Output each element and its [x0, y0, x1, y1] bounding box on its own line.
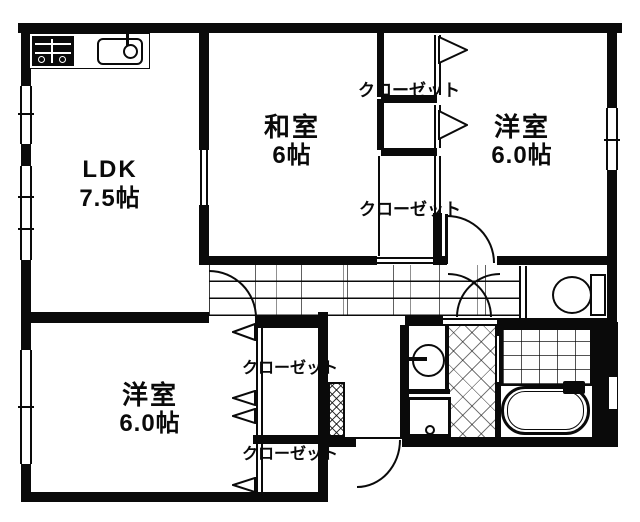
wall-bottom-right-a — [318, 437, 358, 447]
entry-tile-floor — [449, 325, 495, 439]
wall-sw-closet-divider — [253, 435, 320, 444]
bath-faucet-icon — [563, 381, 585, 394]
faucet-icon — [123, 44, 138, 59]
room-size: 6.0帖 — [119, 410, 181, 437]
wall-basin-south — [405, 389, 450, 394]
closet-door-triangle-icon — [438, 36, 468, 64]
wall-hall-top-a — [199, 256, 377, 265]
faucet-stem — [126, 33, 129, 47]
closet-label: クローゼット — [359, 200, 461, 219]
door-ldk-washitsu-gap — [199, 150, 209, 205]
door-arc-entrance — [357, 440, 401, 488]
door-hall-closet-gap — [377, 256, 433, 265]
closet-front-sw-b2 — [261, 444, 263, 494]
closet-door-triangle-icon — [232, 323, 256, 341]
room-label-ldk: LDK 7.5帖 — [48, 155, 172, 213]
door-entrance-line — [355, 437, 403, 439]
room-name: 洋室 — [493, 112, 550, 142]
closet-front-mid-2 — [439, 156, 441, 213]
door-washroom-line-a — [443, 318, 497, 320]
door-hall-closet-line-b — [377, 262, 433, 264]
wall-bottom-left — [21, 492, 327, 502]
room-size: 7.5帖 — [79, 185, 141, 212]
closet-front-sw-a1 — [256, 320, 258, 435]
bathroom-tile-floor — [501, 328, 592, 386]
window-ne-room-mullion — [604, 139, 620, 141]
door-washroom-threshold — [443, 318, 497, 326]
wall-hall-top-c — [497, 256, 607, 265]
window-ldk-1-mullion — [18, 113, 34, 115]
room-label-yoshitsu-ne: 洋室 6.0帖 — [456, 112, 588, 170]
room-label-yoshitsu-sw: 洋室 6.0帖 — [84, 380, 216, 438]
door-leaf-ne-room — [445, 214, 448, 264]
closet-door-triangle-icon — [438, 110, 468, 140]
wall-closet-top-divider — [381, 95, 437, 103]
wall-bath-west — [495, 325, 501, 439]
wall-washroom-west — [400, 325, 409, 439]
wall-closet-mid-right — [433, 213, 442, 260]
wall-closet-mid-left-line — [378, 156, 380, 256]
sink-icon — [97, 38, 143, 65]
closet-front-top-a1 — [434, 35, 436, 95]
room-label-washitsu: 和室 6帖 — [236, 112, 348, 170]
room-name: 和室 — [263, 112, 320, 142]
washbasin-tap — [405, 357, 427, 361]
closet-front-mid-1 — [434, 156, 436, 213]
door-ldk-washitsu-line-a — [200, 150, 202, 205]
closet-door-triangle-icon — [232, 390, 256, 406]
wall-sw-room-top — [22, 312, 209, 323]
washing-machine-icon — [407, 397, 451, 437]
door-washroom-line-b — [443, 324, 497, 326]
stove-icon — [32, 36, 74, 66]
closet-label: クローゼット — [241, 446, 338, 463]
wall-ldk-washitsu-upper — [199, 33, 209, 150]
shoe-cabinet-icon — [328, 382, 345, 437]
room-size: 6帖 — [272, 142, 312, 169]
window-ldk-2 — [20, 166, 32, 260]
wall-step-vertical — [318, 312, 328, 502]
closet-label: クローゼット — [358, 81, 460, 100]
door-hall-closet-line-a — [377, 257, 433, 259]
door-bath-line-a — [495, 336, 497, 382]
room-name: LDK — [82, 156, 138, 183]
door-bath-gap — [495, 336, 501, 382]
closet-front-sw-b1 — [256, 444, 258, 494]
window-ldk-1 — [20, 86, 32, 144]
closet-front-top-b1 — [434, 105, 436, 148]
wall-closet-top-left-b — [377, 99, 384, 150]
wall-bottom-right-b — [400, 437, 618, 447]
wall-top — [18, 23, 622, 33]
toilet-tank — [590, 274, 606, 316]
door-toilet-line-b — [525, 266, 527, 320]
wall-ldk-washitsu-lower — [199, 205, 209, 265]
window-ldk-2-mullion-a — [18, 196, 34, 198]
door-bath-line-b — [499, 336, 501, 382]
closet-front-sw-a2 — [261, 320, 263, 435]
toilet-icon — [552, 276, 592, 314]
closet-door-triangle-icon — [232, 477, 256, 493]
closet-label: クローゼット — [241, 360, 338, 377]
wall-hall-bottom-b — [255, 316, 320, 328]
wall-basin-east — [445, 325, 449, 391]
wall-closet-top-left-a — [377, 33, 384, 97]
window-sw-room-mullion — [18, 406, 34, 408]
door-ldk-washitsu-line-b — [206, 150, 208, 205]
window-ldk-2-mullion-b — [18, 228, 34, 230]
closet-door-triangle-icon — [232, 408, 256, 424]
wall-toilet-bottom — [497, 318, 610, 328]
room-size: 6.0帖 — [491, 142, 553, 169]
door-arc-ne-room — [447, 215, 495, 263]
wall-left — [21, 23, 31, 502]
wall-closet-mid-divider — [381, 148, 437, 156]
wall-right — [607, 23, 617, 447]
window-bath — [609, 377, 617, 409]
door-toilet-line-a — [519, 266, 521, 320]
room-name: 洋室 — [121, 380, 178, 410]
closet-front-top-a2 — [439, 35, 441, 95]
wall-hall-bottom-c — [405, 316, 443, 326]
bathtub-inner — [507, 391, 584, 430]
wall-hall-top-b — [433, 256, 447, 265]
